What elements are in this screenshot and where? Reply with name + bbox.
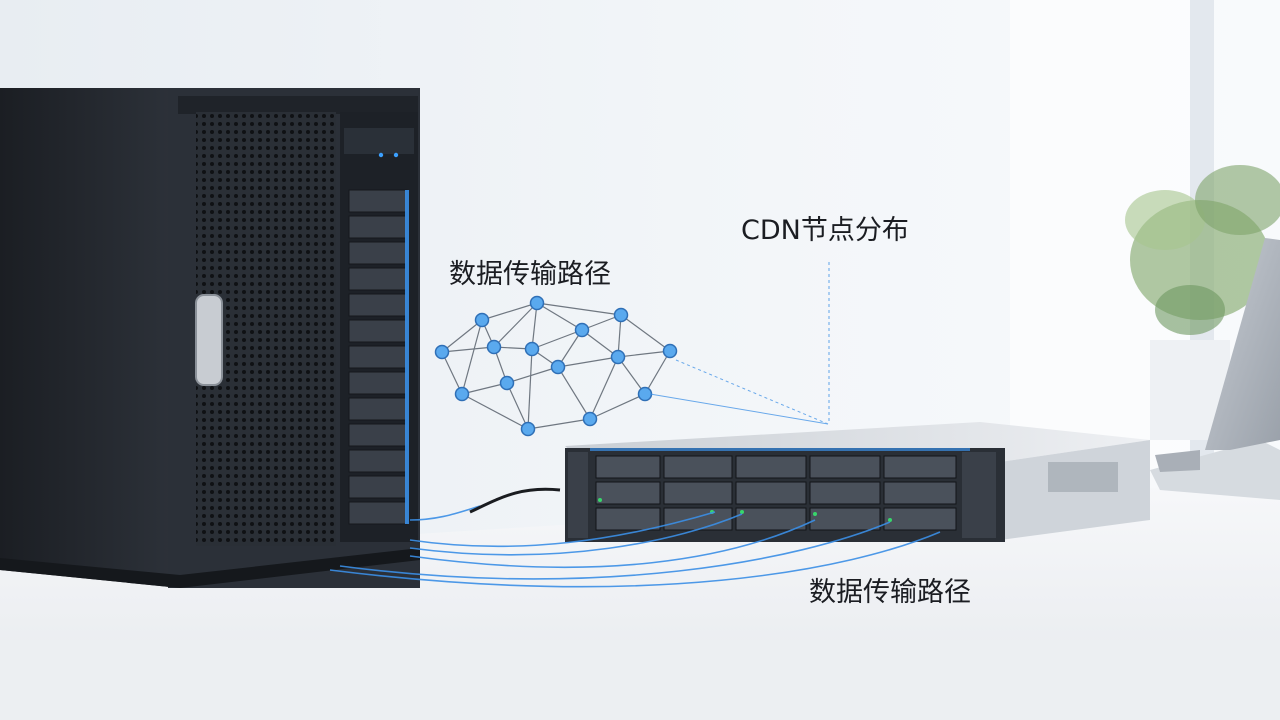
network-node [486,339,502,355]
network-node [454,386,470,402]
network-nodes [434,295,678,437]
network-node [499,375,515,391]
network-node [637,386,653,402]
black-power-cable [469,487,561,514]
graph-to-rack-connectors [649,359,829,425]
rack-server [565,422,1150,542]
network-node [574,322,590,338]
network-node [474,312,490,328]
network-node [524,341,540,357]
network-node [610,349,626,365]
network-node [613,307,629,323]
rack-drive-bays [595,455,957,531]
network-edges [441,302,671,430]
network-node [529,295,545,311]
cdn-node-distribution-label: CDN节点分布 [741,215,909,246]
network-node [434,344,450,360]
data-path-label-top: 数据传输路径 [449,259,611,290]
plant [1125,165,1280,440]
network-graph [434,295,678,437]
data-path-label-bottom: 数据传输路径 [809,577,971,608]
desk-edge [0,640,1280,720]
network-node [550,359,566,375]
network-node [582,411,598,427]
network-node [662,343,678,359]
tower-led-strip [405,190,409,524]
tower-server [0,88,420,588]
data-cables [329,505,941,588]
tower-handle [195,294,223,386]
rack-blue-glow [590,448,970,451]
network-node [520,421,536,437]
laptop [1150,238,1280,500]
